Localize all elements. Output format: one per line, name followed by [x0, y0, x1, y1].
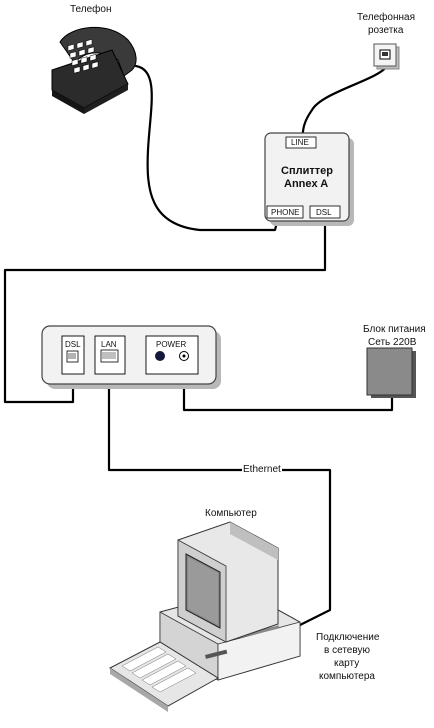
psu-label-2: Сеть 220В: [368, 337, 417, 348]
splitter-port-line: [285, 136, 317, 149]
wall-socket-label-2: розетка: [368, 25, 404, 36]
splitter-port-phone: [266, 205, 304, 219]
splitter-port-dsl-label: DSL: [316, 208, 332, 217]
ethernet-cable: [107, 360, 332, 627]
computer-icon: [109, 521, 301, 712]
nic-label-3: карту: [334, 658, 360, 669]
psu-label-1: Блок питания: [363, 324, 426, 335]
phone-cable: [134, 64, 280, 232]
splitter-port-phone-label: PHONE: [271, 208, 300, 217]
wall-socket-icon: [373, 43, 400, 70]
wall-socket-label-1: Телефонная: [357, 12, 415, 23]
nic-label-2: в сетевую: [324, 645, 370, 656]
modem-port-power-label: POWER: [156, 340, 187, 349]
splitter-port-dsl: [309, 205, 341, 219]
splitter-device: [264, 132, 354, 226]
power-button-icon: [155, 351, 165, 361]
ethernet-label: Ethernet: [242, 464, 282, 476]
phone-label: Телефон: [70, 4, 112, 15]
telephone-icon: [51, 26, 137, 114]
modem-port-dsl-label: DSL: [65, 340, 81, 349]
nic-label-1: Подключение: [316, 632, 380, 643]
splitter-title-1: Сплиттер: [281, 165, 333, 177]
modem-port-lan-label: LAN: [101, 340, 117, 349]
nic-label-4: компьютера: [319, 671, 375, 682]
modem-port-power-frame: [145, 335, 199, 375]
line-cable: [300, 64, 389, 144]
modem-device: [41, 325, 221, 389]
splitter-port-line-label: LINE: [291, 138, 309, 147]
dsl-cable: [3, 216, 327, 404]
computer-label: Компьютер: [205, 508, 257, 519]
splitter-title-2: Annex A: [284, 178, 329, 190]
power-supply-icon: [366, 347, 416, 398]
